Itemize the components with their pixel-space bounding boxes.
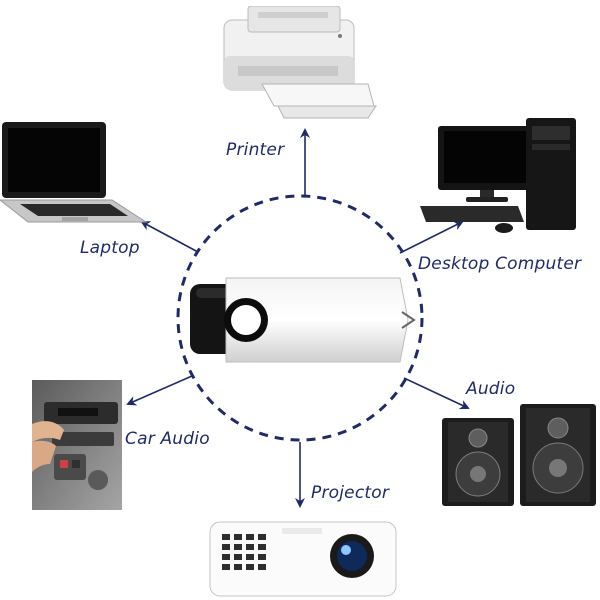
arrow-laptop <box>140 221 199 253</box>
label-desktop-computer: Desktop Computer <box>418 254 582 274</box>
dashed-circle <box>176 194 424 442</box>
arrow-audio <box>403 377 470 410</box>
usb-flash-drive-icon <box>190 277 416 363</box>
speakers-icon <box>442 404 596 506</box>
arrow-car-audio <box>126 375 193 406</box>
arrow-desktop <box>399 221 464 254</box>
label-printer: Printer <box>226 140 285 160</box>
label-audio: Audio <box>466 379 516 399</box>
label-car-audio: Car Audio <box>125 429 210 449</box>
desktop-computer-icon <box>420 118 576 233</box>
projector-icon <box>209 521 397 597</box>
laptop-icon <box>0 122 148 223</box>
label-projector: Projector <box>311 483 390 503</box>
printer-icon <box>223 6 377 119</box>
car-audio-icon <box>32 380 122 510</box>
label-laptop: Laptop <box>80 238 140 258</box>
